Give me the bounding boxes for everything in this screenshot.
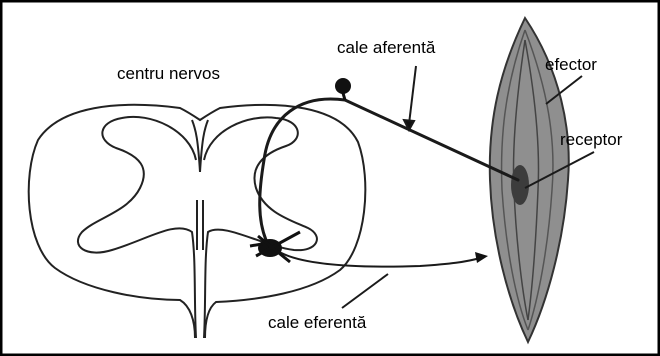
afferent-pathway — [260, 99, 518, 240]
sensory-ganglion — [335, 78, 351, 94]
label-effector: efector — [545, 55, 597, 74]
label-center-nervous: centru nervos — [117, 64, 220, 83]
ganglion-stem — [343, 93, 345, 100]
central-canal — [197, 200, 203, 250]
pointer-efferent — [342, 274, 388, 308]
pointer-afferent — [409, 66, 416, 124]
spinal-cord-section — [29, 105, 366, 338]
efferent-pathway — [276, 250, 480, 267]
label-receptor: receptor — [560, 130, 623, 149]
receptor-body — [511, 165, 529, 205]
efferent-arrowhead — [475, 252, 488, 263]
dorsal-notch — [192, 120, 208, 172]
label-efferent-path: cale eferentă — [268, 313, 367, 332]
efferent-fiber — [276, 250, 480, 267]
label-afferent-path: cale aferentă — [337, 38, 436, 57]
afferent-fiber-central — [260, 99, 345, 240]
